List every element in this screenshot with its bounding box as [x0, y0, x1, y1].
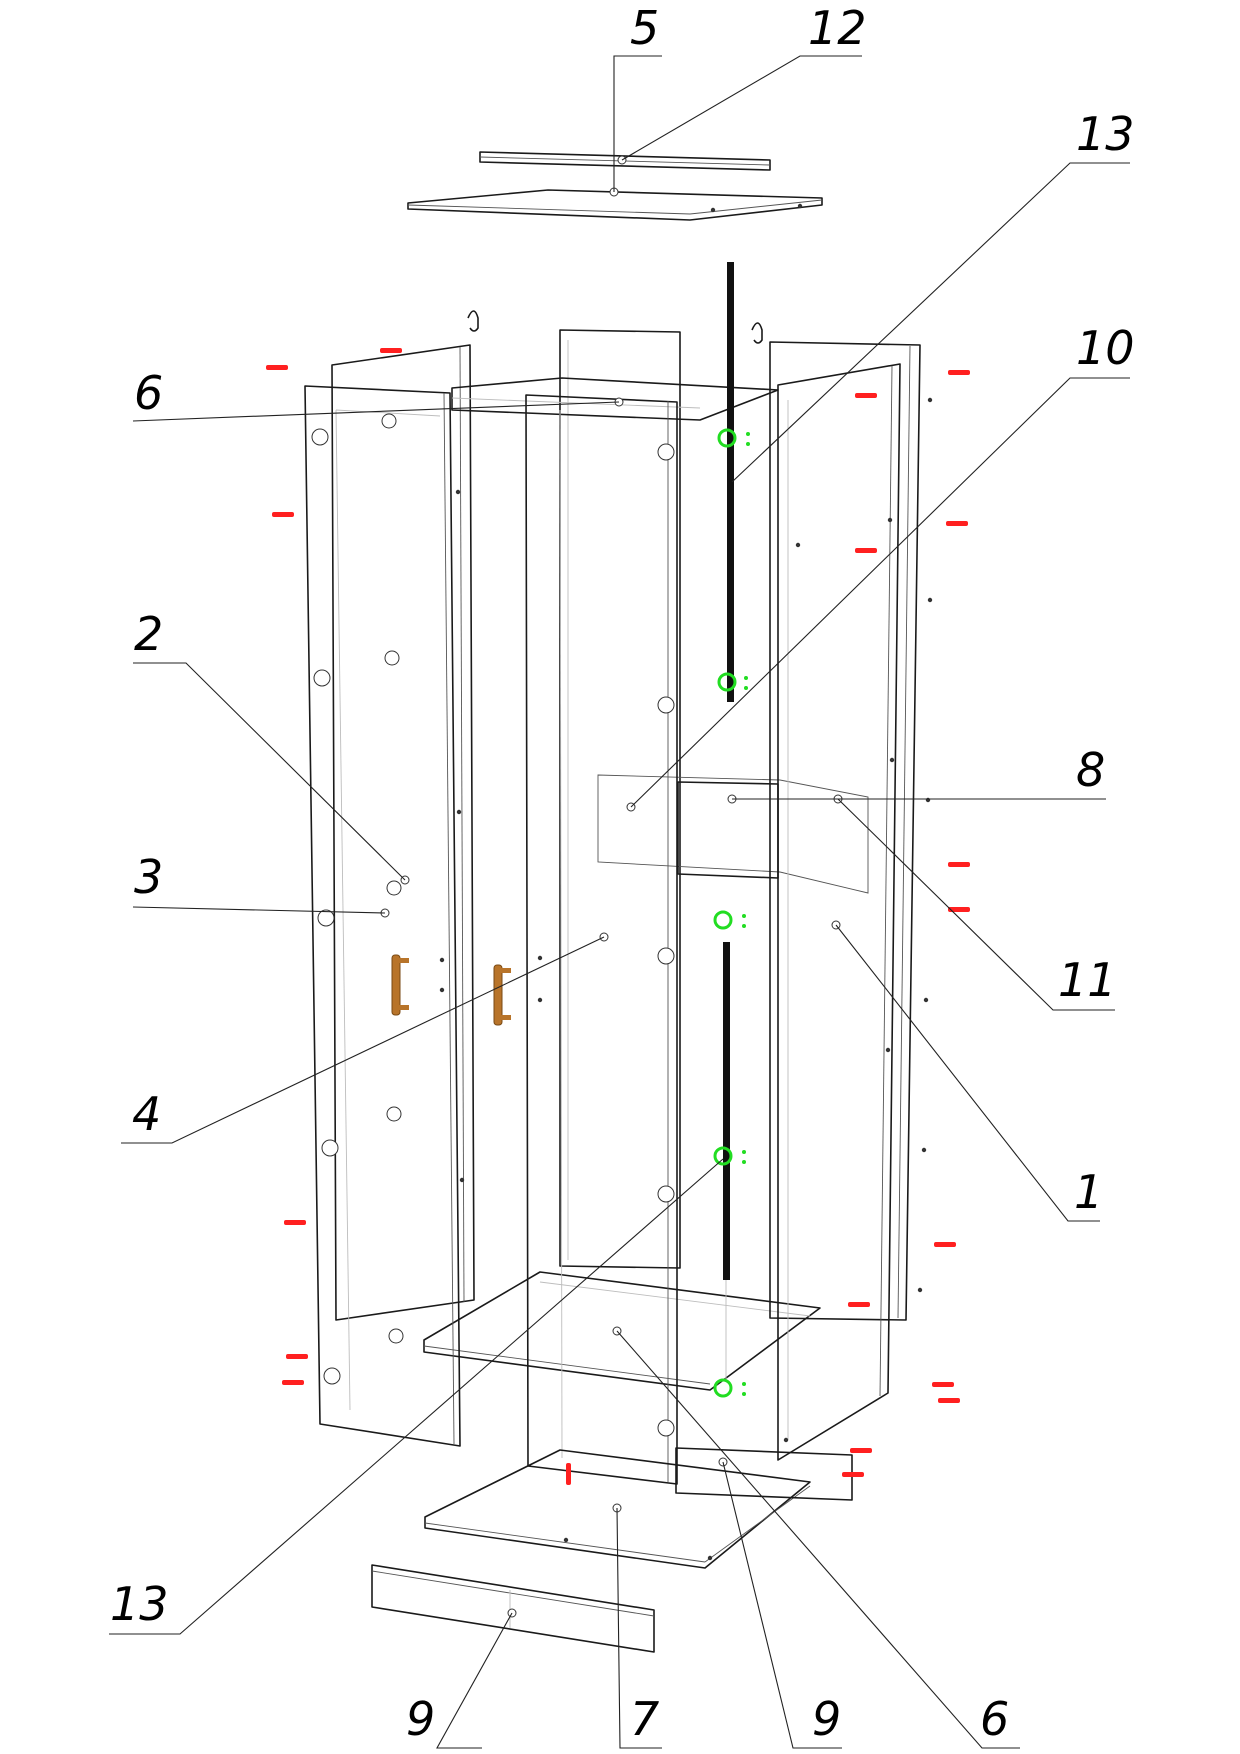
- edge-holes: [439, 203, 933, 1561]
- rear-plinth: [675, 1447, 853, 1501]
- callout-13-bottom: 13: [110, 1577, 169, 1631]
- callout-3: 3: [134, 850, 163, 904]
- callout-labels: 5 12 13 10 6 2 8 3 11 4 1 13 9 7 9 6: [110, 1, 1135, 1746]
- front-plinth: [371, 1564, 655, 1653]
- upper-shelf: [451, 377, 779, 421]
- upper-hanging-rod: [727, 262, 734, 702]
- rod-brackets: [713, 428, 750, 1398]
- callout-13-top: 13: [1076, 107, 1135, 161]
- callout-9-right: 9: [812, 1692, 841, 1746]
- callout-12: 12: [808, 1, 867, 55]
- left-door: [304, 385, 461, 1447]
- callout-6-top: 6: [134, 366, 163, 420]
- right-front-panel: [777, 363, 901, 1461]
- back-panel: [559, 329, 681, 1269]
- callout-2: 2: [134, 607, 163, 661]
- middle-shelf: [597, 774, 869, 894]
- callout-11: 11: [1058, 953, 1117, 1007]
- leader-lines: [109, 55, 1130, 1749]
- right-side-panel: [769, 341, 921, 1321]
- right-door-handle: [493, 964, 511, 1026]
- left-side-panel: [331, 344, 475, 1321]
- red-fasteners: [266, 348, 970, 1485]
- callout-4: 4: [132, 1087, 161, 1141]
- callout-9-left: 9: [406, 1692, 435, 1746]
- right-door: [525, 394, 678, 1485]
- callout-5: 5: [630, 1, 659, 55]
- callout-1: 1: [1074, 1165, 1103, 1219]
- bottom-panel: [424, 1449, 811, 1569]
- top-hooks: [467, 310, 763, 344]
- left-door-handle: [391, 954, 409, 1016]
- callout-10: 10: [1076, 321, 1135, 375]
- callout-6-bottom: 6: [980, 1692, 1009, 1746]
- lower-hanging-rod: [723, 942, 730, 1380]
- callout-8: 8: [1076, 743, 1105, 797]
- callout-7: 7: [630, 1692, 659, 1746]
- lower-shelf: [423, 1271, 821, 1391]
